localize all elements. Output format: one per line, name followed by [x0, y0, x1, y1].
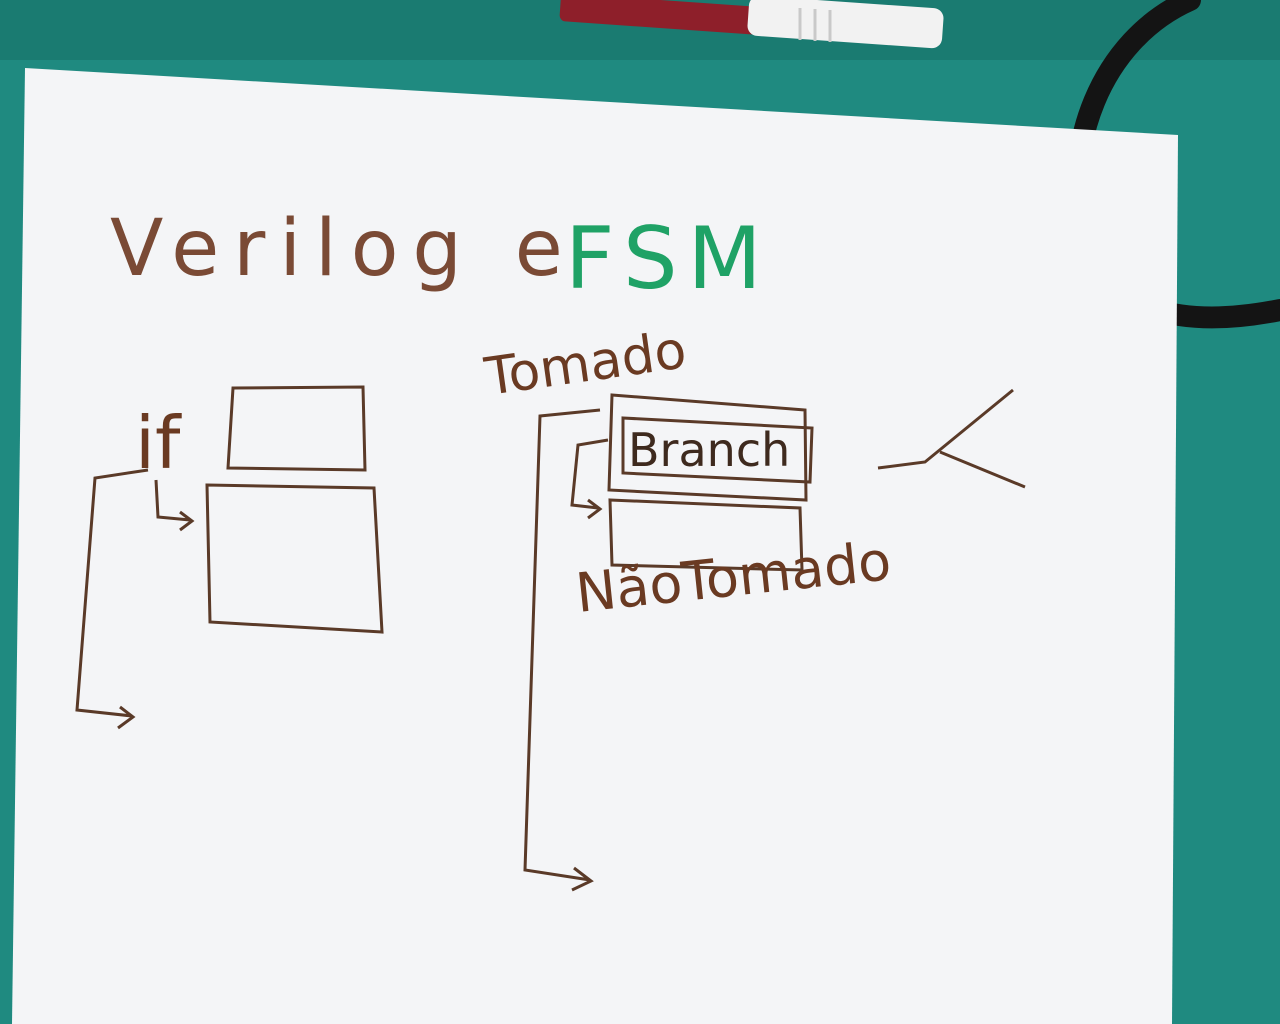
branch-label: Branch: [628, 423, 790, 477]
branch-pointer-arrow: [877, 388, 1026, 489]
title-verilog-e: Verilog e: [110, 204, 577, 294]
marker-pen: [559, 0, 944, 49]
if-condition-box: [226, 385, 367, 472]
marker-cap: [747, 0, 944, 49]
if-into-body-arrow: [154, 479, 195, 532]
paper-sheet: [12, 68, 1178, 1024]
if-skip-arrow: [75, 468, 149, 730]
branch-inner-box: [621, 416, 814, 484]
if-body-box: [205, 483, 384, 634]
not-taken-box: [608, 498, 804, 572]
branch-taken-arrow: [523, 408, 601, 892]
branch-not-taken-arrow: [570, 438, 609, 520]
branch-outer-box: [607, 393, 808, 502]
title-fsm: FSM: [565, 209, 772, 309]
marker-body: [559, 0, 761, 35]
